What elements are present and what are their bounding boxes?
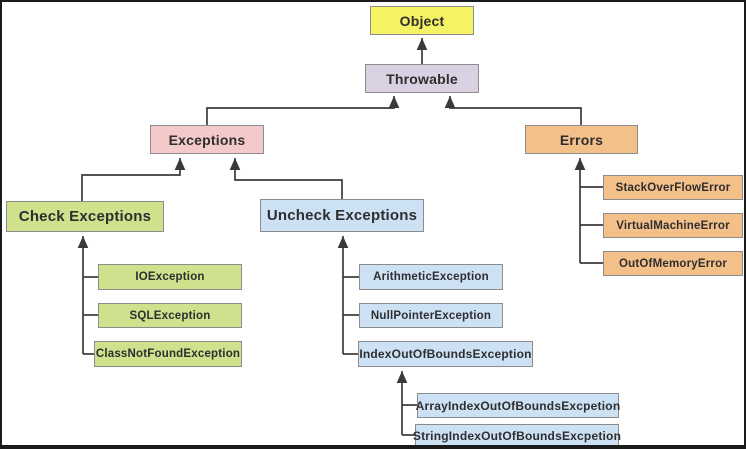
edge-exceptions-to-throwable [206, 96, 400, 125]
node-io-exception: IOException [98, 264, 242, 290]
edge-check-children-trunk [77, 236, 98, 355]
node-index-out-of-bounds-exception: IndexOutOfBoundsException [358, 341, 533, 367]
edge-uncheck-children-trunk [337, 236, 359, 355]
node-uncheck-exceptions: Uncheck Exceptions [260, 199, 424, 232]
node-class-not-found-exception: ClassNotFoundException [94, 341, 242, 367]
node-stack-overflow-error: StackOverFlowError [603, 175, 743, 200]
edge-indexoob-children-trunk [396, 371, 417, 436]
edge-errors-children-trunk [574, 158, 603, 264]
edge-uncheck-to-exceptions [229, 158, 343, 199]
node-out-of-memory-error: OutOfMemoryError [603, 251, 743, 276]
node-check-exceptions: Check Exceptions [6, 201, 164, 232]
node-array-index-out-of-bounds: ArrayIndexOutOfBoundsExcpetion [416, 393, 620, 418]
node-object: Object [370, 6, 474, 35]
node-errors: Errors [525, 125, 638, 154]
node-throwable: Throwable [365, 64, 479, 93]
node-arithmetic-exception: ArithmeticException [359, 264, 503, 290]
node-exceptions: Exceptions [150, 125, 264, 154]
node-virtual-machine-error: VirtualMachineError [603, 213, 743, 238]
node-string-index-out-of-bounds: StringIndexOutOfBoundsExcpetion [413, 424, 621, 445]
node-sql-exception: SQLException [98, 303, 242, 328]
edge-check-to-exceptions [81, 158, 186, 201]
node-null-pointer-exception: NullPointerException [359, 303, 503, 328]
edge-errors-to-throwable [444, 96, 582, 125]
